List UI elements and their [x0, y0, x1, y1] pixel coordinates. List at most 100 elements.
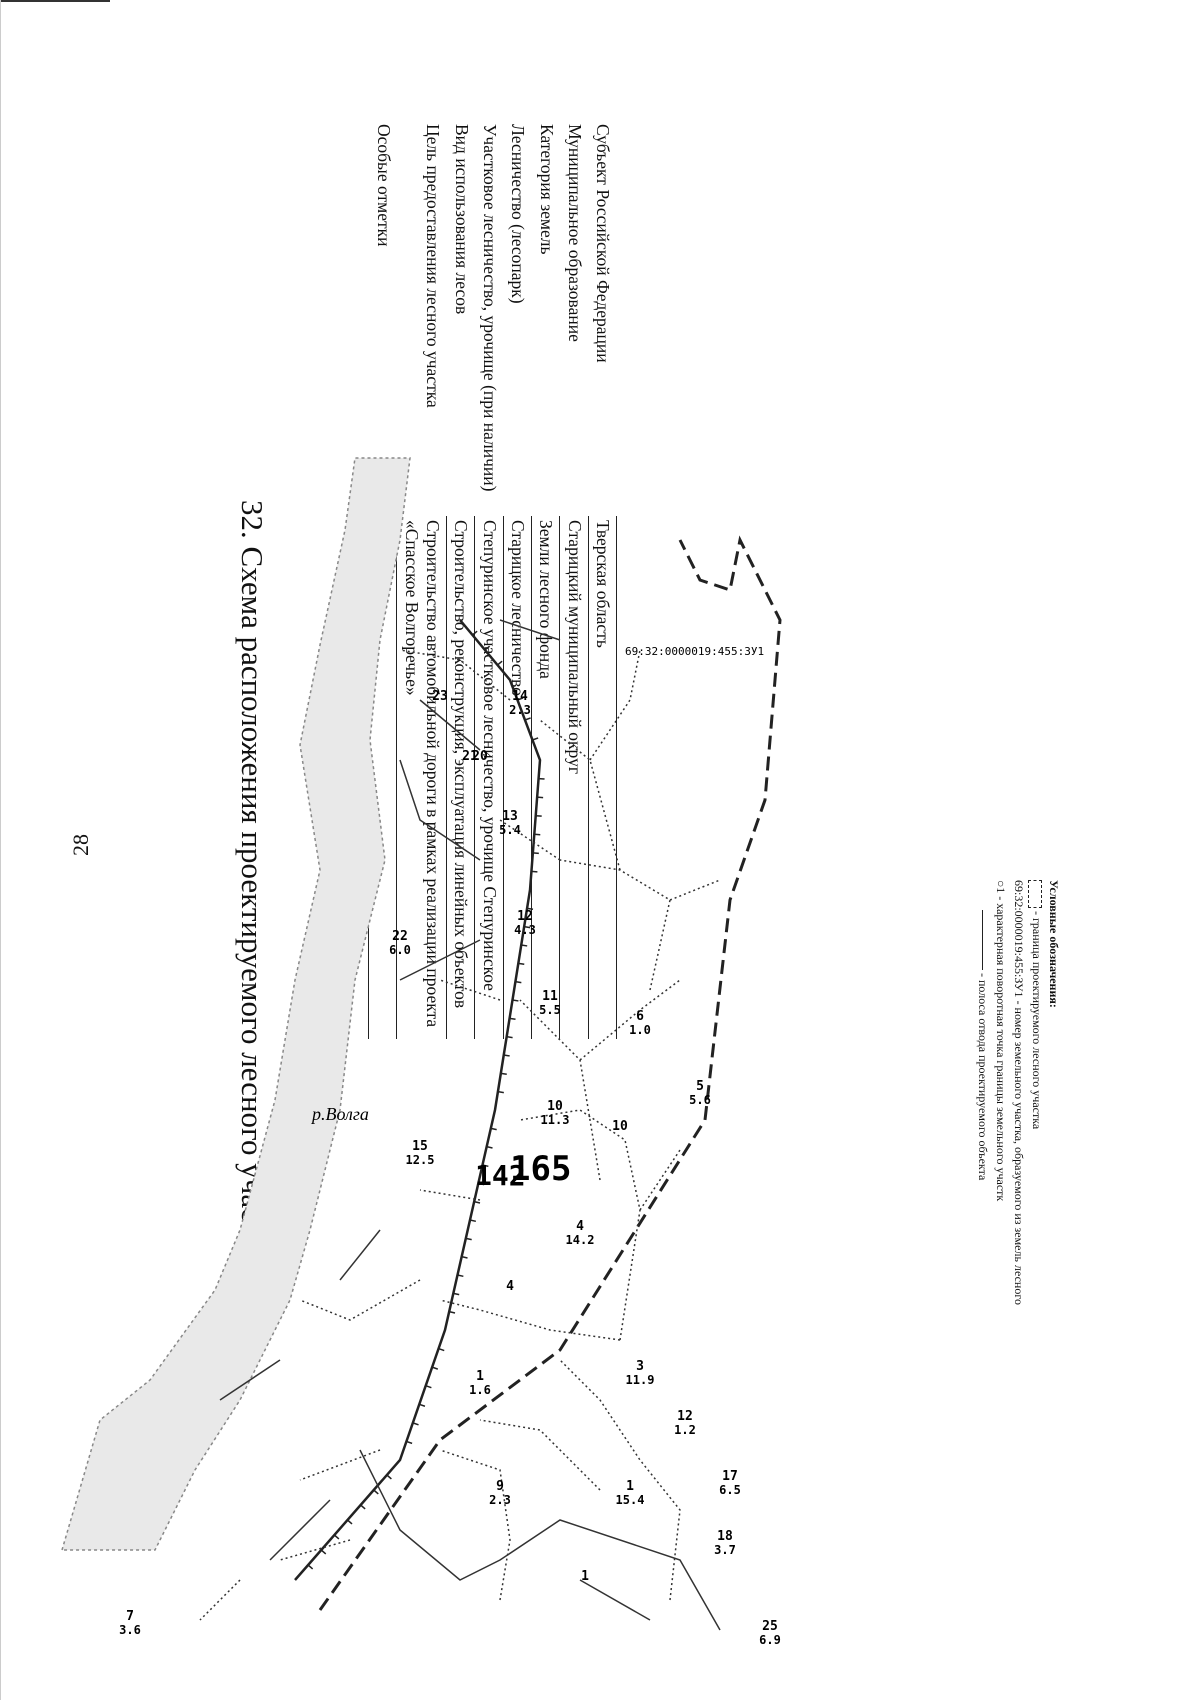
plot-label: 55.6 — [689, 1079, 711, 1107]
road-tick — [431, 1366, 439, 1370]
plot-number: 25 — [762, 1619, 778, 1634]
quarter-number: 165 — [510, 1149, 571, 1189]
scan-edge-top — [0, 0, 110, 2]
road-tick — [517, 697, 524, 701]
plot-label: 183.7 — [714, 1529, 736, 1557]
legend-symbol: 69:32:0000019:455:ЗУ1 — [1011, 880, 1026, 998]
road-tick — [412, 1422, 419, 1426]
plot-area: 1.0 — [629, 1023, 651, 1037]
plot-number: 20 — [472, 749, 488, 764]
road-tick — [524, 925, 531, 929]
road-tick — [469, 1219, 477, 1223]
plot-number: 21 — [462, 749, 478, 764]
scan-edge-left — [0, 0, 1, 1700]
quarter-boundary — [318, 535, 782, 1611]
plot-number: 6 — [636, 1009, 644, 1024]
plot-area: 6.9 — [759, 1633, 781, 1647]
road-tick — [526, 907, 534, 911]
plot-area: 11.9 — [626, 1373, 655, 1387]
solid-boundaries — [219, 619, 721, 1631]
plot-area: 2.3 — [489, 1493, 511, 1507]
legend-item: - полоса отвода проектируемого объекта — [974, 880, 991, 1600]
plot-label: 23 — [432, 689, 448, 704]
plot-number: 23 — [432, 689, 448, 704]
plot-area: 4.3 — [514, 923, 536, 937]
road-tick — [503, 1054, 510, 1057]
river-volga — [60, 457, 411, 1551]
plot-number: 7 — [126, 1609, 134, 1624]
plot-area: 11.3 — [541, 1113, 570, 1127]
legend-text: - полоса отвода проектируемого объекта — [976, 973, 991, 1181]
plot-area: 12.5 — [406, 1153, 435, 1167]
plot-number: 12 — [677, 1409, 693, 1424]
plot-area: 14.2 — [566, 1233, 595, 1247]
road-tick — [453, 1292, 460, 1296]
plot-label: 176.5 — [719, 1469, 741, 1497]
plot-area: 5.4 — [499, 823, 521, 837]
plot-area: 1.2 — [674, 1423, 696, 1437]
plot-area: 5.6 — [689, 1093, 711, 1107]
legend-item: 69:32:0000019:455:ЗУ1- номер земельного … — [1009, 880, 1027, 1600]
road-tick — [307, 1564, 314, 1570]
plot-number: 10 — [612, 1119, 628, 1134]
plot-number: 11 — [542, 989, 558, 1004]
legend-title: Условные обозначения: — [1047, 880, 1061, 1008]
plot-number: 4 — [576, 1219, 584, 1234]
road-tick — [532, 737, 539, 741]
plot-label: 1 — [581, 1569, 589, 1584]
plot-label: 73.6 — [119, 1609, 141, 1637]
road-tick — [320, 1549, 327, 1555]
plot-label: 121.2 — [674, 1409, 696, 1437]
plot-number: 13 — [502, 809, 518, 824]
plot-label: 256.9 — [759, 1619, 781, 1647]
road-tick — [457, 1274, 464, 1278]
road-tick — [461, 1255, 468, 1259]
plot-number: 3 — [636, 1359, 644, 1374]
road-tick — [425, 1385, 432, 1389]
road-tick — [347, 1519, 353, 1525]
road-tick — [521, 944, 528, 947]
road-tick — [512, 999, 519, 1002]
plot-number: 9 — [496, 1479, 504, 1494]
plot-label: 10 — [612, 1119, 628, 1134]
plot-label: 135.4 — [499, 809, 521, 837]
road-tick — [474, 1200, 481, 1204]
plot-area: 15.4 — [616, 1493, 645, 1507]
plot-label: 124.3 — [514, 909, 536, 937]
road-tick — [449, 1310, 456, 1314]
legend: Условные обозначения: - граница проектир… — [974, 880, 1062, 1600]
legend-symbol — [1028, 880, 1043, 908]
legend-symbol — [981, 910, 983, 970]
legend-item: - граница проектируемого лесного участка — [1027, 880, 1044, 1600]
road-tick — [472, 630, 478, 636]
plot-area: 6.5 — [719, 1483, 741, 1497]
cadastral-number: 69:32:0000019:455:ЗУ1 — [625, 645, 764, 658]
plot-number: 12 — [517, 909, 533, 924]
plot-number: 15 — [412, 1139, 428, 1154]
plot-label: 226.0 — [389, 929, 411, 957]
road-tick — [360, 1504, 366, 1510]
plot-number: 1 — [626, 1479, 634, 1494]
quarter-number-alt: 142 — [475, 1159, 526, 1192]
plot-label: 115.4 — [616, 1479, 645, 1507]
legend-text: - граница проектируемого лесного участка — [1029, 911, 1044, 1130]
plot-number: 17 — [722, 1469, 738, 1484]
plot-label: 414.2 — [566, 1219, 595, 1247]
plot-number: 1 — [581, 1569, 589, 1584]
compartment-boundaries — [199, 649, 721, 1621]
road-tick — [500, 1072, 507, 1076]
road-tick — [438, 1347, 445, 1352]
road-tick — [406, 1440, 413, 1445]
plot-number: 18 — [717, 1529, 733, 1544]
plot-labels: 256.9183.7176.5121.2115.4311.9414.2455.6… — [119, 689, 781, 1647]
plot-number: 10 — [547, 1099, 563, 1114]
plot-label: 311.9 — [626, 1359, 655, 1387]
road-corridor-ticks — [307, 630, 545, 1570]
plot-label: 142.3 — [509, 689, 531, 717]
legend-text: - характерная поворотная точка границы з… — [994, 896, 1009, 1202]
plot-number: 22 — [392, 929, 408, 944]
plot-area: 6.0 — [389, 943, 411, 957]
road-tick — [482, 1164, 489, 1168]
plot-number: 14 — [512, 689, 528, 704]
